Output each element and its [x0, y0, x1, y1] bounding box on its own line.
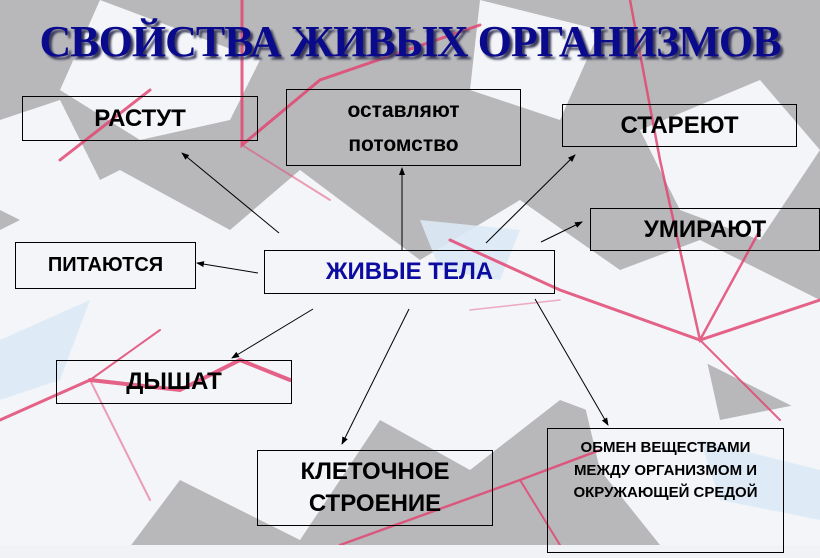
property-age: СТАРЕЮТ — [562, 104, 797, 147]
arrow-to-age — [485, 154, 576, 244]
center-node: ЖИВЫЕ ТЕЛА — [264, 250, 555, 294]
property-cells: КЛЕТОЧНОЕ СТРОЕНИЕ — [257, 450, 493, 526]
property-offspring: оставляют потомство — [286, 89, 521, 166]
arrow-to-cells — [341, 308, 410, 445]
arrow-to-die — [540, 221, 583, 243]
slide-title: СВОЙСТВА ЖИВЫХ ОРГАНИЗМОВ — [39, 17, 782, 66]
property-die: УМИРАЮТ — [590, 208, 820, 251]
property-grow: РАСТУТ — [22, 96, 258, 141]
arrow-to-feed — [196, 261, 259, 274]
property-metabolism: ОБМЕН ВЕЩЕСТВАМИ МЕЖДУ ОРГАНИЗМОМ И ОКРУ… — [547, 428, 784, 553]
property-breathe: ДЫШАТ — [56, 360, 292, 404]
arrow-to-metabolism — [534, 298, 609, 426]
arrow-to-grow — [181, 152, 280, 234]
property-feed: ПИТАЮТСЯ — [15, 242, 196, 289]
arrow-to-breathe — [231, 308, 314, 359]
